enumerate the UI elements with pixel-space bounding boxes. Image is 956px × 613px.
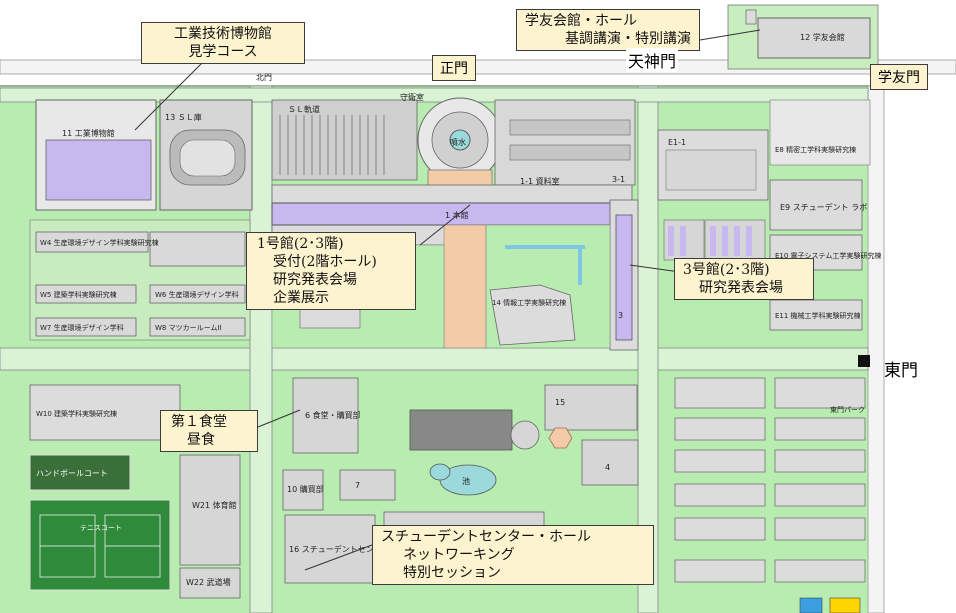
w6-label: W6 生産環境デザイン学科 — [155, 290, 239, 299]
main-gate-label: 正門 — [432, 55, 476, 81]
b3-label: 3 — [618, 311, 623, 320]
handball-court — [29, 454, 131, 491]
cafeteria-callout-title: 第１食堂 — [171, 414, 227, 430]
museum-building — [45, 139, 152, 201]
building1-callout-line3: 研究発表会場 — [273, 272, 357, 288]
guard-label: 守衛室 — [400, 92, 424, 102]
tennis-label: テニスコート — [80, 524, 122, 532]
building1-callout-line4: 企業展示 — [273, 290, 329, 306]
gakuyu-gate-label: 学友門 — [870, 64, 928, 90]
fountain — [449, 129, 471, 151]
museum-callout: 工業技術博物館 見学コース — [141, 22, 305, 64]
student-center-callout-line3: 特別セッション — [403, 565, 501, 581]
b14-label: 14 情報工学実験研究棟 — [492, 298, 566, 307]
student-center-callout-title: スチューデントセンター・ホール — [381, 529, 591, 545]
e9-label: E9 スチューデント ラボ — [780, 202, 867, 212]
handball-label: ハンドボールコート — [36, 469, 108, 478]
museum-callout-subtitle: 見学コース — [188, 44, 258, 60]
building-6-cafeteria — [292, 377, 359, 454]
b16-label: 16 スチューデントセンター — [289, 544, 390, 554]
b7-label: 7 — [355, 481, 360, 490]
building-15-dark — [409, 409, 513, 451]
e8-label: E8 精密工学科実験研究棟 — [775, 145, 856, 154]
w21-label: W21 体育館 — [192, 500, 237, 510]
east-gate-label: 東門 — [884, 361, 918, 381]
east-gate-marker — [858, 355, 870, 367]
building3-callout-line1: 3号館(2･3階) — [683, 262, 770, 278]
w21-gym — [179, 454, 241, 566]
sl-track-label: ＳＬ軌道 — [288, 104, 320, 114]
b4-label: 4 — [605, 463, 610, 472]
e11-label: E11 機械工学科実験研究棟 — [775, 311, 861, 320]
w10-label: W10 建築学科実験研究棟 — [36, 409, 117, 418]
archive-label: 1-1 資料室 — [520, 176, 560, 186]
w8-label: W8 マツカールームII — [155, 324, 222, 332]
student-center-callout: スチューデントセンター・ホール ネットワーキング 特別セッション — [372, 525, 654, 585]
building-3 — [615, 214, 633, 341]
gakuyu-callout-title: 学友会館・ホール — [525, 13, 637, 29]
w4-label: W4 生産環境デザイン学科実験研究棟 — [40, 238, 159, 247]
museum-bldg-label: 11 工業博物館 — [62, 128, 115, 138]
building1-callout-line2: 受付(2階ホール) — [273, 254, 377, 270]
cafeteria-callout: 第１食堂 昼食 — [160, 410, 258, 452]
b10-label: 10 購買部 — [287, 484, 324, 494]
gakuyu-kaikan-building — [757, 17, 871, 59]
museum-callout-title: 工業技術博物館 — [174, 26, 272, 42]
b6-label: 6 食堂・購買部 — [305, 410, 361, 420]
east-park-label: 東門パーク — [830, 405, 865, 414]
student-center-callout-line2: ネットワーキング — [403, 547, 515, 563]
north-gate-label: 北門 — [256, 73, 272, 82]
b3-1-label: 3-1 — [612, 175, 625, 184]
building3-callout-line2: 研究発表会場 — [699, 280, 783, 296]
w7-label: W7 生産環境デザイン学科 — [40, 323, 124, 332]
building3-callout: 3号館(2･3階) 研究発表会場 — [674, 258, 814, 300]
gakuyu-kaikan-callout: 学友会館・ホール 基調講演・特別講演 — [516, 9, 700, 51]
e10-label: E10 電子システム工学実験研究棟 — [775, 251, 881, 260]
building1-callout: 1号館(2･3階) 受付(2階ホール) 研究発表会場 企業展示 — [246, 232, 416, 310]
b12-label: 12 学友会館 — [800, 32, 845, 42]
building-14 — [489, 284, 576, 346]
tenjin-gate-label: 天神門 — [626, 48, 679, 72]
b15-label: 15 — [555, 398, 565, 407]
building1-callout-line1: 1号館(2･3階) — [257, 236, 344, 252]
w22-label: W22 武道場 — [186, 577, 231, 587]
gakuyu-callout-subtitle: 基調講演・特別講演 — [565, 31, 691, 47]
fountain-label: 噴水 — [450, 137, 466, 147]
w5-label: W5 建築学科実験研究棟 — [40, 290, 117, 299]
tennis-courts — [29, 499, 171, 591]
e1-label: E1-1 — [668, 138, 686, 147]
cafeteria-callout-subtitle: 昼食 — [187, 432, 215, 448]
pond-label: 池 — [462, 476, 470, 486]
sl-shed-label: 13 ＳＬ庫 — [165, 112, 202, 122]
